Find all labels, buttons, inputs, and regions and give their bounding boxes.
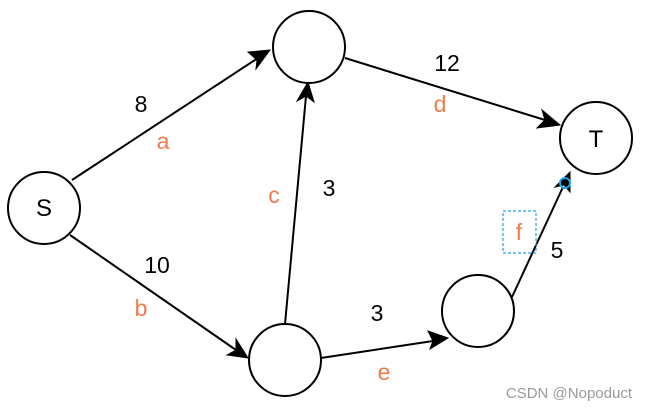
node-top[interactable] <box>272 10 346 84</box>
node-t-label: T <box>589 126 604 153</box>
node-right-circle <box>441 274 515 348</box>
edge-e-weight: 3 <box>371 300 384 326</box>
edge-f-line <box>511 186 564 298</box>
edge-a-weight: 8 <box>135 91 148 117</box>
node-bottom-circle <box>248 323 322 397</box>
edge-b-line <box>69 234 237 351</box>
edge-c[interactable] <box>284 80 315 325</box>
edge-f-weight: 5 <box>551 237 564 263</box>
edge-d-arrowhead <box>535 108 562 129</box>
edge-a-name: a <box>157 128 170 154</box>
node-top-circle <box>272 10 346 84</box>
edge-d-line <box>344 57 546 121</box>
edge-d[interactable] <box>344 57 562 129</box>
edge-c-line <box>284 95 307 325</box>
node-right[interactable] <box>441 274 515 348</box>
edge-d-name: d <box>434 91 447 117</box>
node-s-label: S <box>36 195 52 222</box>
node-bottom[interactable] <box>248 323 322 397</box>
edge-f-name: f <box>516 219 523 245</box>
edge-f-label-selected[interactable]: f <box>502 210 537 254</box>
edge-e-arrowhead <box>427 330 450 351</box>
edge-d-weight: 12 <box>434 50 460 76</box>
edge-a-arrowhead <box>246 49 272 71</box>
node-t-circle <box>559 101 633 175</box>
edge-b-weight: 10 <box>144 252 170 278</box>
node-s[interactable]: S <box>7 171 81 245</box>
edge-b[interactable] <box>69 234 250 359</box>
edge-e[interactable] <box>320 330 450 359</box>
edge-b-arrowhead <box>225 337 250 359</box>
edge-c-arrowhead <box>295 80 315 104</box>
selection-box <box>502 210 537 254</box>
node-s-circle <box>7 171 81 245</box>
edge-e-name: e <box>378 359 391 385</box>
node-t[interactable]: T <box>559 101 633 175</box>
edge-a-line <box>71 57 259 181</box>
edge-c-name: c <box>268 182 280 208</box>
edge-a[interactable] <box>71 49 272 181</box>
watermark: CSDN @Nopoduct <box>506 385 633 402</box>
edge-c-weight: 3 <box>323 175 336 201</box>
connection-handle-icon[interactable] <box>559 177 571 189</box>
edge-b-name: b <box>135 295 148 321</box>
edge-e-line <box>320 340 434 359</box>
